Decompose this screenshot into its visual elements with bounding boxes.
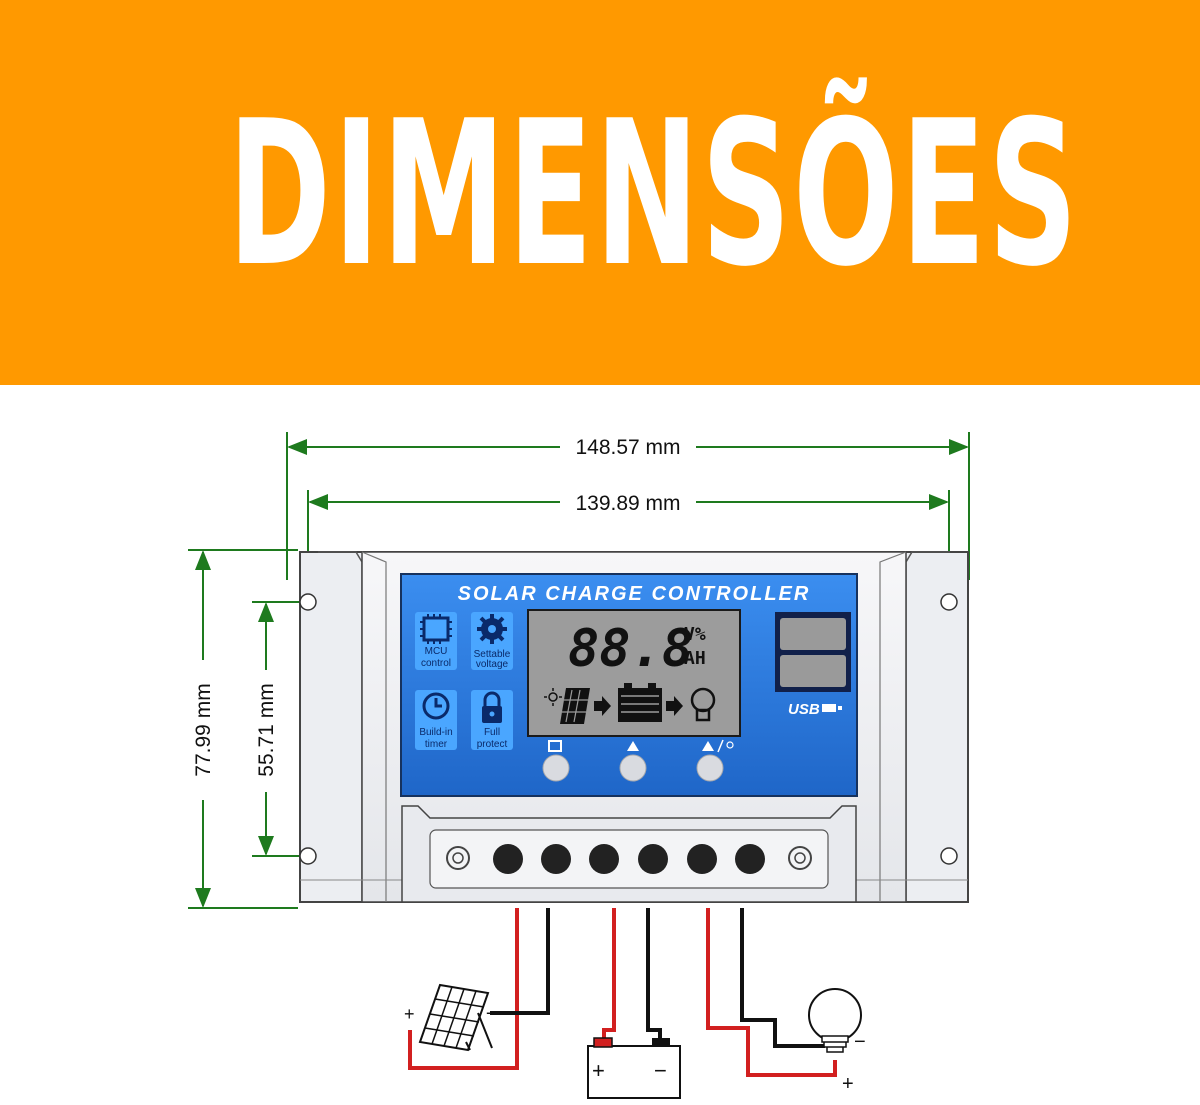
arrow-icon <box>594 696 611 716</box>
lock-icon <box>482 691 502 723</box>
terminal-screw-left <box>446 846 470 870</box>
triangle-icon <box>702 741 714 751</box>
battery-plus-label: + <box>592 1058 605 1083</box>
front-panel: SOLAR CHARGE CONTROLLER MCU control Sett… <box>400 573 858 797</box>
feature-full-protect: Full protect <box>471 690 513 750</box>
terminal-load-plus <box>687 844 717 874</box>
down-light-button-group <box>696 739 734 782</box>
overall-width-label: 148.57 mm <box>575 436 680 459</box>
mount-hole-top-left <box>299 593 317 611</box>
dimension-diagram: 148.57 mm 139.89 mm 77.99 mm 55.71 mm <box>188 432 970 1099</box>
solar-plus-label: + <box>404 1004 415 1024</box>
dimension-hole-width: 139.89 mm <box>307 490 950 588</box>
terminal-solar-minus <box>541 844 571 874</box>
feature-label-7: Full <box>484 727 500 738</box>
lcd-unit-volt-percent: V% <box>684 624 706 645</box>
terminal-solar-plus <box>493 844 523 874</box>
down-button[interactable] <box>696 754 724 782</box>
battery-icon <box>618 683 662 722</box>
lcd-display: 88.8 V% AH <box>527 609 741 737</box>
load-plus-label: + <box>842 1073 854 1095</box>
banner-title: DIMENSÕES <box>228 78 1080 311</box>
solar-panel: + - <box>404 983 493 1052</box>
lcd-digits: 88.8 <box>568 619 693 679</box>
terminal-load-minus <box>735 844 765 874</box>
mount-hole-bottom-right <box>940 847 958 865</box>
menu-icon <box>548 740 562 752</box>
clock-icon <box>422 692 450 720</box>
usb-icon <box>822 704 842 712</box>
usb-label: USB <box>788 701 820 718</box>
menu-button[interactable] <box>542 754 570 782</box>
hole-height-label: 55.71 mm <box>255 683 278 776</box>
gear-icon <box>477 614 507 644</box>
terminal-battery-plus <box>589 844 619 874</box>
terminal-battery-minus <box>638 844 668 874</box>
feature-label-1: MCU <box>425 646 448 657</box>
slash-icon <box>717 739 724 753</box>
terminal-block <box>401 805 857 903</box>
feature-label-2: control <box>421 658 451 669</box>
battery: + − <box>587 1037 681 1099</box>
overall-height-label: 77.99 mm <box>192 683 215 776</box>
feature-settable-voltage: Settable voltage <box>471 612 513 670</box>
usb-port-2[interactable] <box>780 655 846 687</box>
usb-ports: USB <box>775 612 851 718</box>
panel-title: SOLAR CHARGE CONTROLLER <box>458 583 811 605</box>
feature-label-5: Build-in <box>419 727 452 738</box>
triangle-up-icon <box>627 741 639 751</box>
feature-label-3: Settable <box>474 649 511 660</box>
feature-mcu-control: MCU control <box>415 612 457 670</box>
menu-button-group <box>542 740 570 782</box>
sun-icon <box>544 688 562 706</box>
mount-hole-bottom-left <box>299 847 317 865</box>
feature-label-4: voltage <box>476 659 509 670</box>
bulb-icon <box>690 687 716 722</box>
load-minus-label: − <box>854 1031 866 1053</box>
feature-label-8: protect <box>477 739 508 750</box>
up-button-group <box>619 741 647 782</box>
dimension-overall-width: 148.57 mm <box>286 432 970 580</box>
dimension-hole-height: 55.71 mm <box>252 601 306 857</box>
usb-port-1[interactable] <box>780 618 846 650</box>
mount-hole-top-right <box>940 593 958 611</box>
wiring <box>408 908 837 1077</box>
dimension-overall-height: 77.99 mm <box>188 549 298 909</box>
battery-minus-label: − <box>654 1058 667 1083</box>
chip-icon <box>420 614 452 644</box>
arrow-icon <box>666 696 683 716</box>
title-banner: DIMENSÕES <box>0 0 1200 385</box>
feature-build-in-timer: Build-in timer <box>415 690 457 750</box>
hole-width-label: 139.89 mm <box>575 492 680 515</box>
solar-minus-label: - <box>486 1002 492 1022</box>
up-button[interactable] <box>619 754 647 782</box>
light-bulb: + − <box>808 988 866 1095</box>
solar-panel-icon <box>560 688 590 724</box>
lcd-unit-amp-hour: AH <box>684 648 706 669</box>
feature-label-6: timer <box>425 739 448 750</box>
terminal-screw-right <box>788 846 812 870</box>
light-icon <box>726 741 734 749</box>
